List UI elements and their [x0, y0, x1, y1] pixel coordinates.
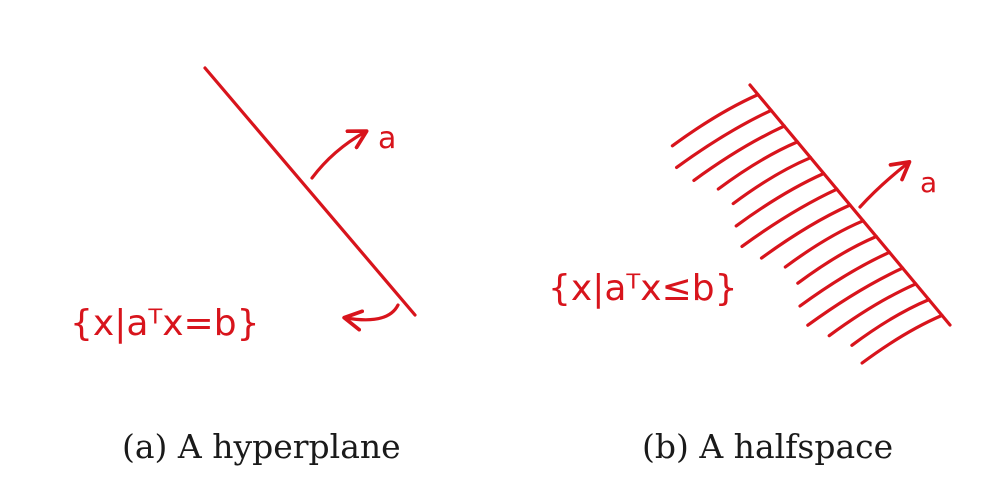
- hatch-stroke: [692, 124, 786, 182]
- hatch-stroke: [675, 108, 773, 169]
- hatch-stroke: [759, 203, 852, 260]
- hatch-stroke: [806, 266, 905, 327]
- hyperplane-line: [203, 66, 417, 317]
- normal-vector-label: a: [920, 166, 937, 199]
- caption-hyperplane: (a) A hyperplane: [122, 427, 401, 466]
- panel-hyperplane: a {x|aᵀx=b} (a) A hyperplane: [70, 66, 417, 466]
- panel-halfspace: a {x|aᵀx≤b} (b) A halfspace: [548, 83, 952, 466]
- normal-vector-arrow: [310, 129, 369, 180]
- hatch-stroke: [731, 156, 813, 206]
- hatch-stroke: [798, 250, 891, 308]
- hatch-stroke: [827, 282, 918, 338]
- set-expression-label: {x|aᵀx≤b}: [548, 268, 737, 309]
- hatch-stroke: [716, 140, 799, 191]
- hatch-stroke: [670, 93, 760, 148]
- hatch-stroke: [734, 171, 826, 228]
- normal-vector-label: a: [378, 121, 396, 156]
- hatch-stroke: [740, 187, 839, 248]
- caption-halfspace: (b) A halfspace: [642, 427, 893, 466]
- hatch-lines: [670, 93, 944, 365]
- hatch-stroke: [850, 298, 931, 347]
- hatch-stroke: [796, 234, 878, 285]
- hatch-stroke: [860, 313, 944, 365]
- set-expression-label: {x|aᵀx=b}: [70, 303, 259, 344]
- pointer-arrow: [342, 303, 400, 332]
- halfspace-boundary-line: [748, 83, 952, 327]
- hatch-stroke: [783, 219, 865, 269]
- normal-vector-arrow: [858, 159, 912, 209]
